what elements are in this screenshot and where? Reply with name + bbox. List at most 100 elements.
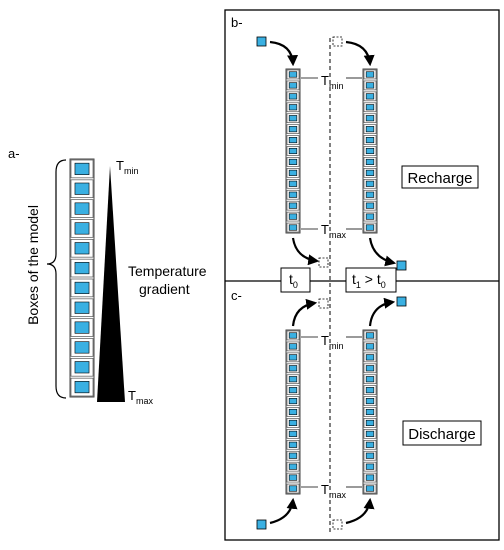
b-left-box [288,137,298,144]
c-empty-slot-bottom [332,519,343,530]
time-labels: t0 t1 > t0 [280,267,397,293]
t0-label: t0 [289,271,298,290]
b-empty-slot-bottom [318,257,329,268]
b-right-box [365,213,375,220]
a-box [74,381,90,394]
c-right-box [365,398,375,405]
b-left-box [288,147,298,155]
c-right-box [365,365,375,372]
b-left-box [288,115,298,122]
panel-b-label: b- [231,15,243,30]
b-right-box [365,115,375,122]
c-left-box [288,430,298,437]
a-box [74,162,90,175]
b-arrow-input-to-left [269,40,299,67]
b-left-box [288,126,298,133]
a-box [74,361,90,374]
c-right-box [365,463,375,470]
c-right-box [365,332,375,339]
c-right-box [365,452,375,459]
b-right-box [365,93,375,100]
c-tmin-label: Tmin [321,333,343,351]
c-left-box [288,474,298,481]
a-box [74,262,90,275]
c-left-box [288,343,298,350]
c-tmax-label: Tmax [321,482,346,500]
recharge-box [401,165,479,189]
c-right-box [365,430,375,437]
c-left-box [288,387,298,394]
b-input-box [256,36,267,47]
gradient-label-line2: gradient [139,281,190,297]
b-left-box [288,191,298,198]
b-left-box [288,202,298,209]
a-box [74,321,90,334]
c-left-boxes [286,330,300,494]
discharge-label: Discharge [408,426,476,443]
panel-a-label: a- [8,146,20,161]
c-left-box [288,452,298,459]
b-right-box [365,137,375,144]
a-box [74,281,90,294]
a-tmin-label: Tmin [116,158,138,176]
b-tmax-label: Tmax [321,222,346,240]
c-arrow-left-to-slot [291,298,318,327]
c-left-box [288,419,298,426]
panels-bc-frame [224,9,500,541]
t1-box [345,267,397,293]
b-left-box [288,213,298,220]
c-left-box [288,463,298,470]
b-left-box [288,71,298,78]
c-right-box [365,419,375,426]
b-arrow-slot-to-right [345,40,375,67]
c-input-box [256,519,267,530]
c-right-box [365,387,375,394]
b-right-box [365,180,375,187]
c-arrow-slot-to-right [345,497,375,525]
b-right-box [365,126,375,133]
c-output-box [396,296,407,307]
c-left-box [288,485,298,492]
c-arrow-input-to-left [269,497,298,525]
c-empty-slot-top [318,298,329,309]
c-left-box [288,354,298,361]
c-left-box [288,376,298,383]
b-right-box [365,147,375,155]
b-right-box [365,158,375,165]
a-box [74,242,90,255]
c-left-box [288,332,298,339]
b-left-box [288,158,298,165]
b-right-column [362,68,378,234]
c-arrow-right-to-output [368,297,396,327]
gradient-label-line1: Temperature [128,263,207,279]
a-box [74,341,90,354]
c-right-box [365,441,375,448]
t0-box [280,267,311,293]
c-right-box [365,408,375,416]
c-right-box [365,354,375,361]
b-right-box [365,82,375,89]
b-left-column [285,68,301,234]
c-left-box [288,408,298,416]
a-box [74,202,90,215]
b-right-box [365,224,375,231]
panel-a-column [69,158,95,398]
b-arrow-left-to-slot [291,237,320,266]
b-left-boxes [286,69,300,233]
discharge-box [402,420,482,446]
a-tmax-label: Tmax [128,388,153,406]
b-right-box [365,191,375,198]
t1-label: t1 > t0 [352,271,386,290]
b-left-box [288,82,298,89]
b-right-box [365,71,375,78]
c-left-column [285,329,301,495]
a-box [74,182,90,195]
b-left-box [288,104,298,111]
b-left-box [288,169,298,176]
panel-c: c- Tmin Tmax Discharge [231,288,482,530]
a-box [74,301,90,314]
b-right-box [365,202,375,209]
panel-c-label: c- [231,288,242,303]
b-left-box [288,93,298,100]
